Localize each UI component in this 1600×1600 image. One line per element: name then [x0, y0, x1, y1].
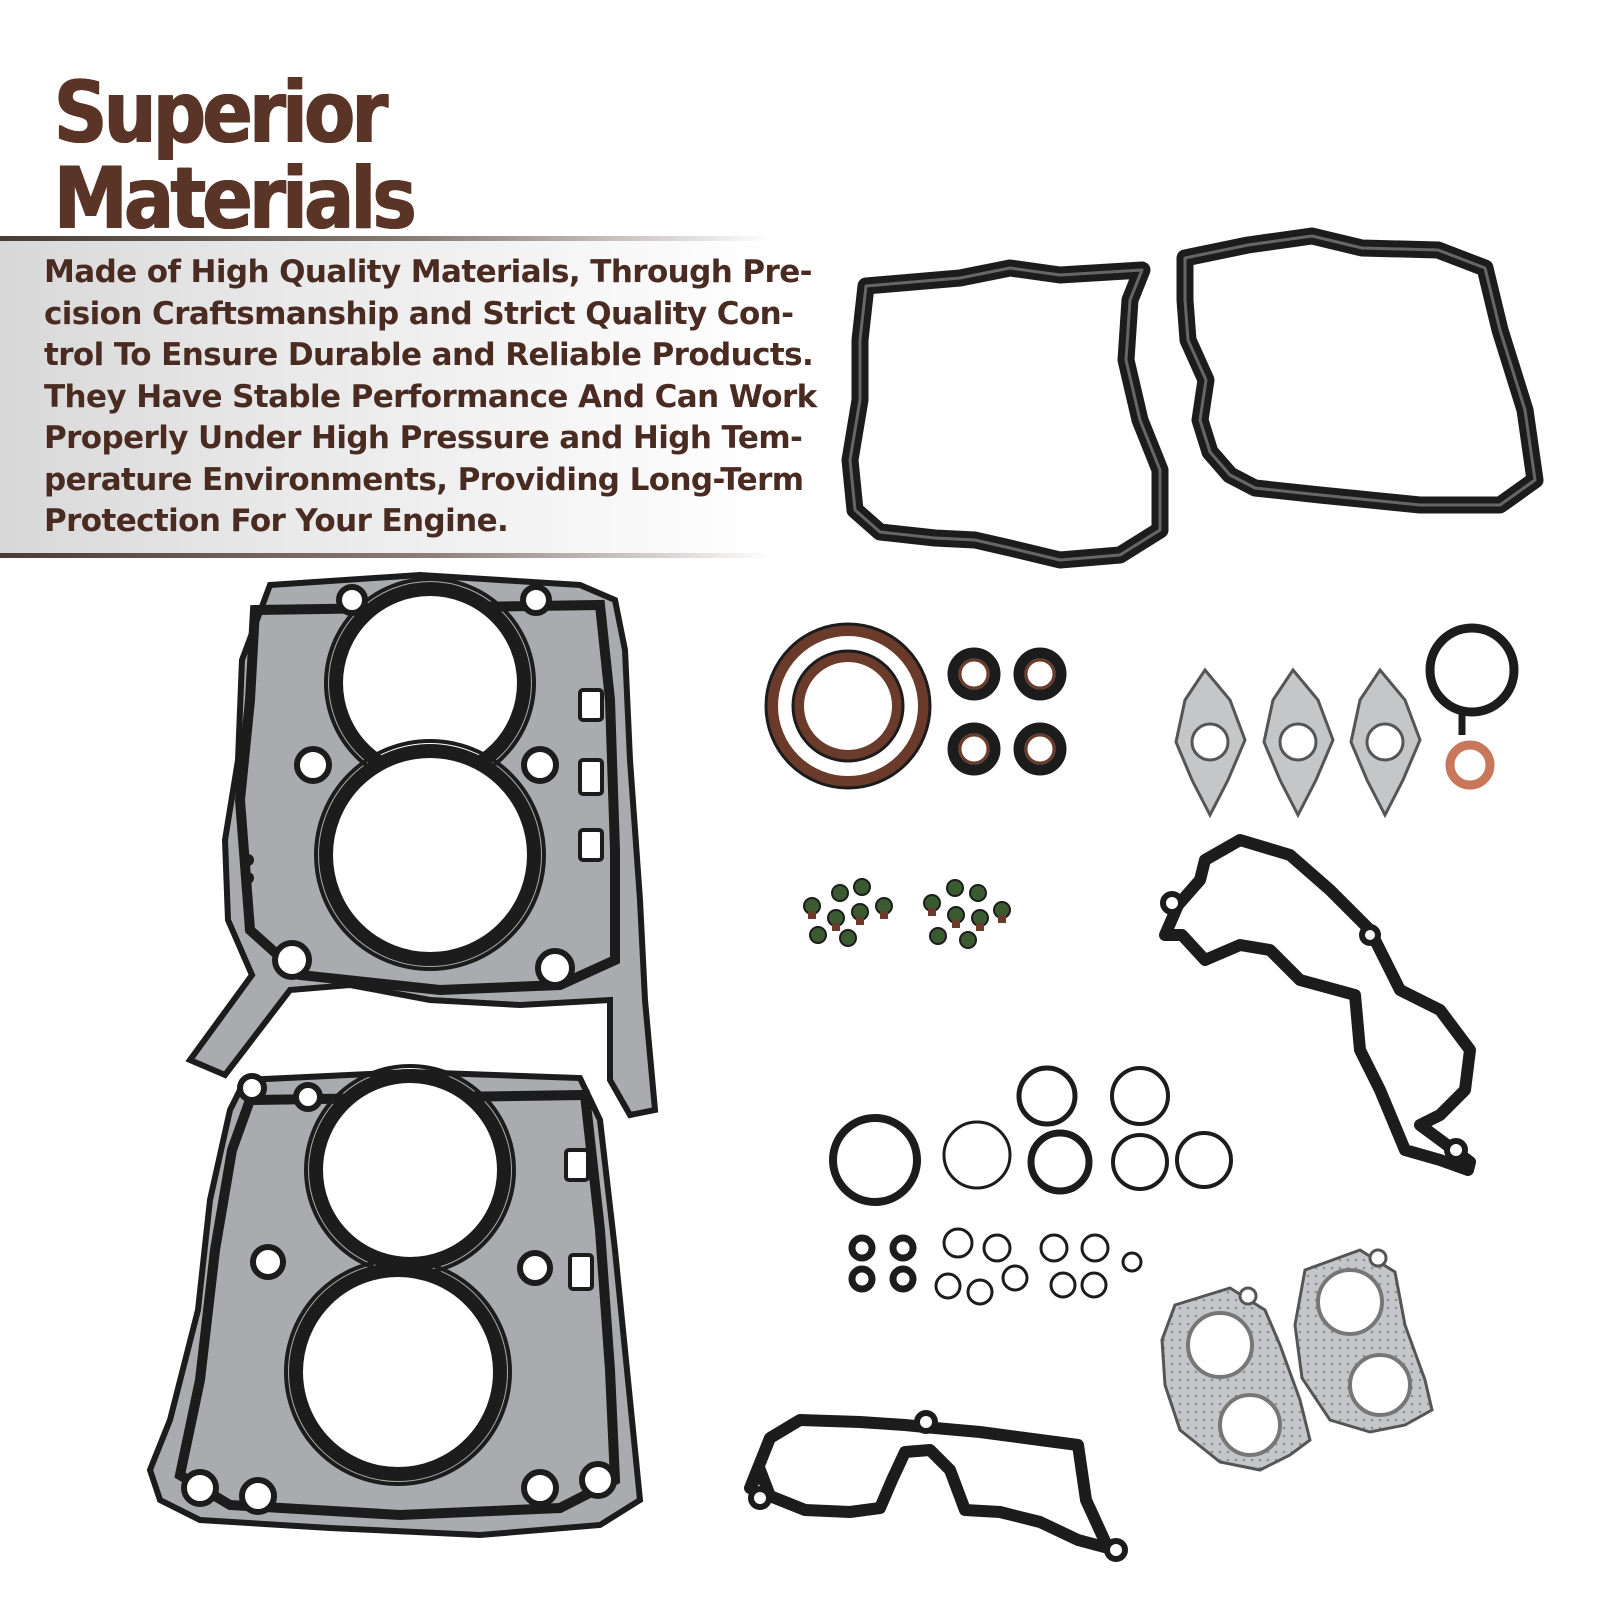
intake-manifold-gasket-bottom [744, 1410, 1128, 1562]
head-gasket-upper [185, 571, 659, 1119]
exhaust-flange-gaskets [1174, 667, 1422, 819]
throttle-body-gasket [1425, 623, 1519, 735]
copper-washer [1445, 740, 1495, 790]
headline: Superior Materials [54, 63, 417, 249]
description-line: Protection For Your Engine. [44, 503, 509, 539]
head-gasket-lower [146, 1064, 644, 1539]
valve-cover-gasket-left [841, 259, 1169, 569]
valve-cover-gasket-right [1176, 227, 1544, 514]
camshaft-seals [947, 647, 1067, 776]
o-rings [829, 1065, 1233, 1306]
description-line: They Have Stable Performance And Can Wor… [44, 378, 817, 415]
description-band [0, 236, 770, 558]
exhaust-manifold-gaskets [1160, 1248, 1434, 1472]
description-line: perature Environments, Providing Long-Te… [44, 461, 804, 498]
description-text: Made of High Quality Materials, Through … [44, 252, 817, 543]
valve-stem-seals [803, 878, 1011, 949]
band-top-rule [0, 236, 770, 241]
description-line: cision Craftsmanship and Strict Quality … [44, 295, 794, 332]
intake-manifold-gasket-right [1159, 834, 1476, 1176]
description-line: Made of High Quality Materials, Through … [44, 254, 813, 290]
crankshaft-seal-large [764, 622, 932, 790]
band-bottom-rule [0, 553, 770, 558]
description-line: trol To Ensure Durable and Reliable Prod… [44, 337, 814, 373]
description-line: Properly Under High Pressure and High Te… [44, 420, 803, 456]
